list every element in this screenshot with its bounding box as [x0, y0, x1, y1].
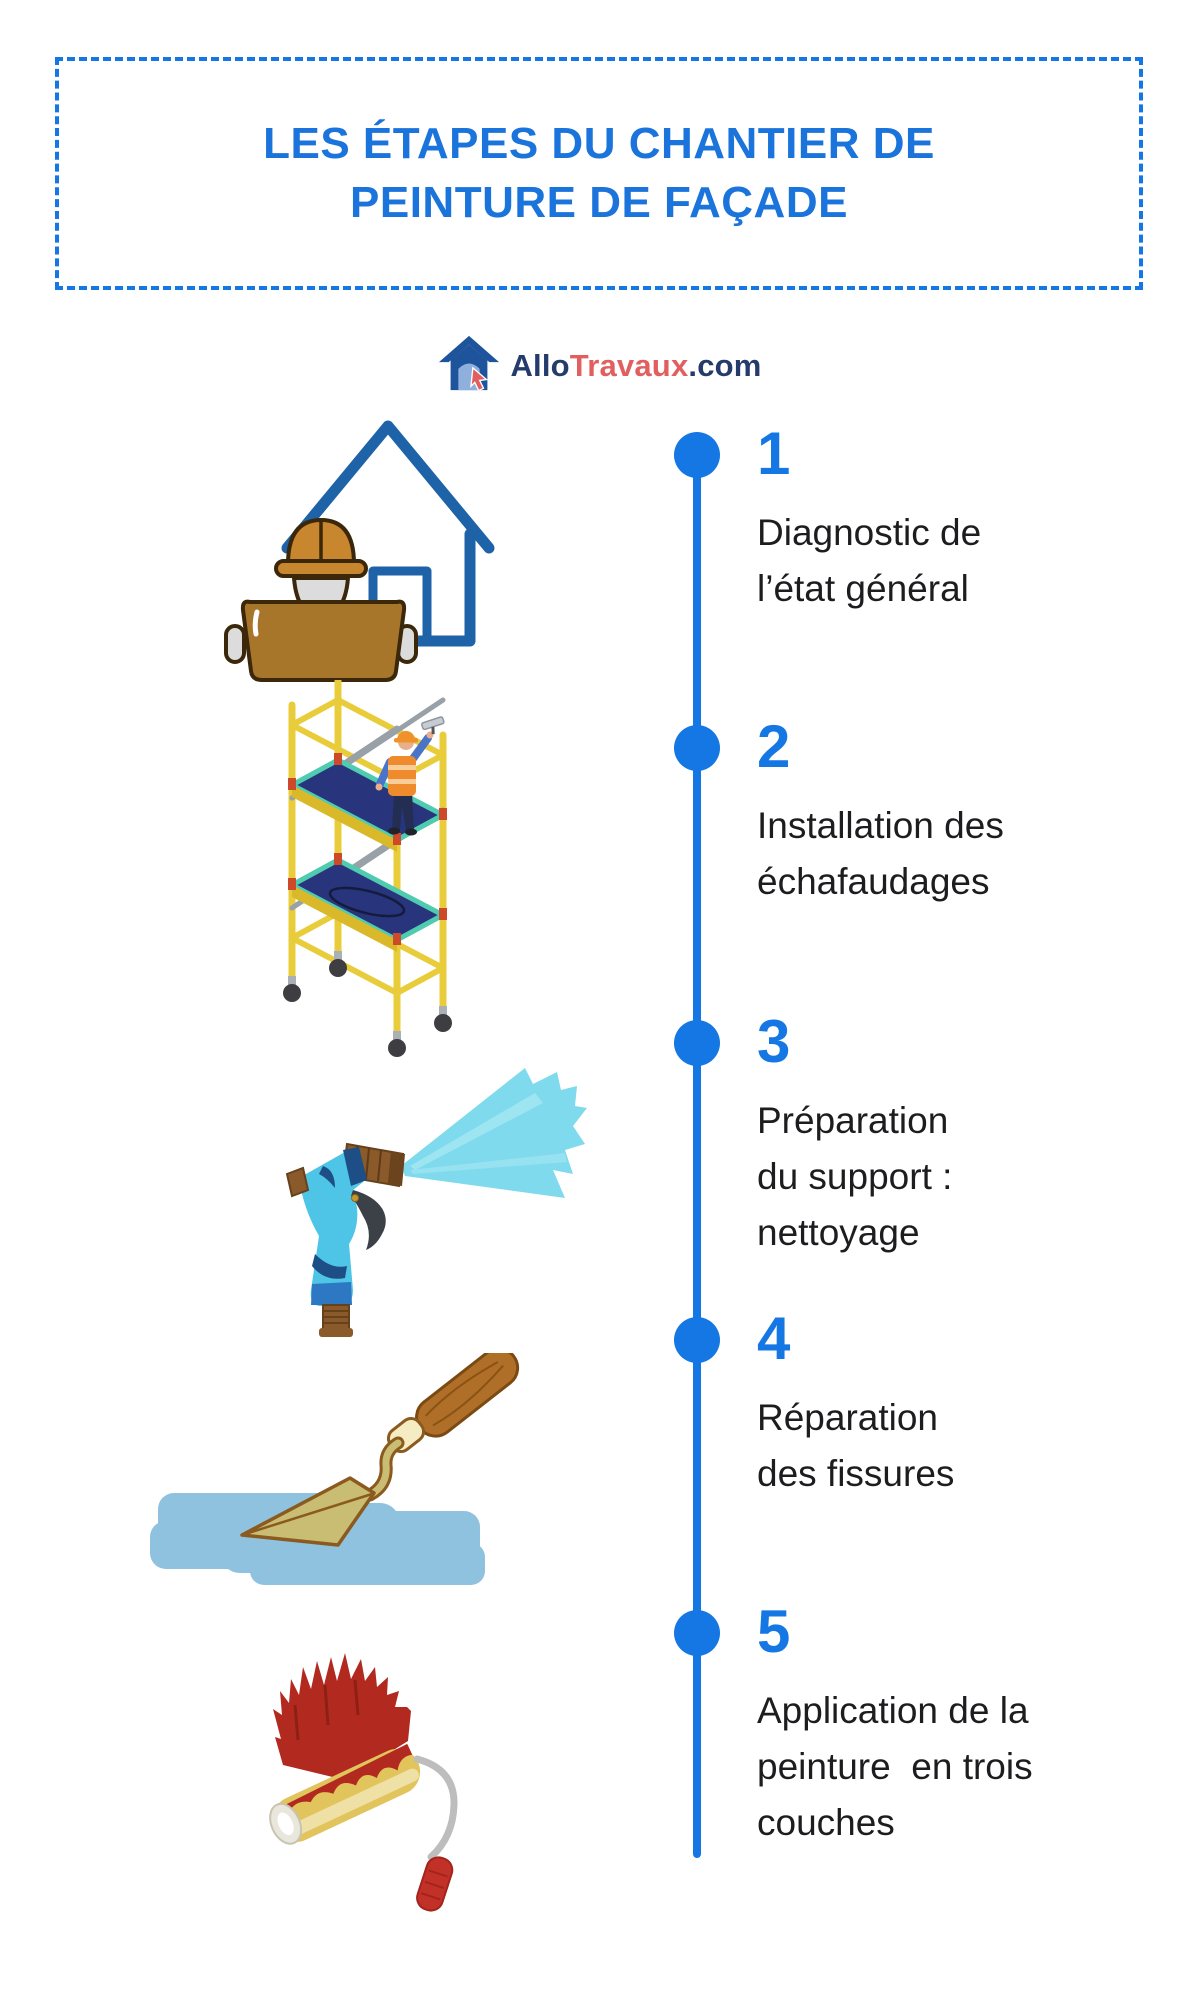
timeline-dot-4: [674, 1317, 720, 1363]
logo-part-com: .com: [688, 348, 762, 383]
timeline-line: [693, 455, 701, 1858]
allotravaux-logo: AlloTravaux.com: [0, 330, 1200, 402]
step-number-4: 4: [757, 1305, 791, 1372]
spray-gun-body-icon: [285, 1147, 386, 1337]
scaffold-frame-icon: [283, 680, 452, 1057]
house-cursor-icon: [438, 333, 500, 400]
scaffolding-illustration: [230, 680, 480, 1060]
trigger-icon: [351, 1190, 386, 1250]
spray-nozzle-illustration: [235, 1058, 590, 1340]
step-number-5: 5: [757, 1598, 791, 1665]
clipboard-icon: [240, 599, 407, 682]
step-label-4: Réparation des fissures: [757, 1397, 955, 1494]
paint-roller-illustration: [225, 1645, 475, 1940]
step-number-3: 3: [757, 1008, 791, 1075]
logo-part-travaux: Travaux: [569, 348, 689, 383]
paint-streak-icon: [273, 1653, 411, 1780]
logo-wordmark: AlloTravaux.com: [510, 348, 761, 384]
step-number-2: 2: [757, 713, 791, 780]
timeline-dot-1: [674, 432, 720, 478]
page-title-line1: LES ÉTAPES DU CHANTIER DE: [263, 119, 935, 169]
trowel-icon: [240, 1353, 520, 1547]
diagnostic-illustration: [200, 388, 500, 688]
timeline-dot-3: [674, 1020, 720, 1066]
roller-wire-handle-icon: [413, 1755, 458, 1861]
trowel-handle-icon: [415, 1353, 520, 1438]
step-label-5: Application de la peinture en trois couc…: [757, 1690, 1033, 1843]
title-box: LES ÉTAPES DU CHANTIER DE PEINTURE DE FA…: [55, 57, 1143, 290]
trowel-illustration: [130, 1353, 525, 1625]
roller-cylinder-icon: [269, 1743, 421, 1845]
trowel-blade-icon: [240, 1476, 376, 1547]
step-number-1: 1: [757, 420, 791, 487]
scaffold-worker-icon: [375, 716, 445, 836]
worker-icon: [224, 517, 418, 682]
timeline-dot-5: [674, 1610, 720, 1656]
step-label-2: Installation des échafaudages: [757, 805, 1004, 902]
caster-wheel-icon: [283, 951, 452, 1057]
page-title-line2: PEINTURE DE FAÇADE: [350, 177, 848, 227]
step-label-3: Préparation du support : nettoyage: [757, 1100, 953, 1253]
timeline-dot-2: [674, 725, 720, 771]
step-label-1: Diagnostic de l’état général: [757, 512, 982, 609]
water-spray-icon: [401, 1068, 587, 1198]
logo-part-allo: Allo: [510, 348, 570, 383]
roller-grip-icon: [416, 1856, 454, 1912]
